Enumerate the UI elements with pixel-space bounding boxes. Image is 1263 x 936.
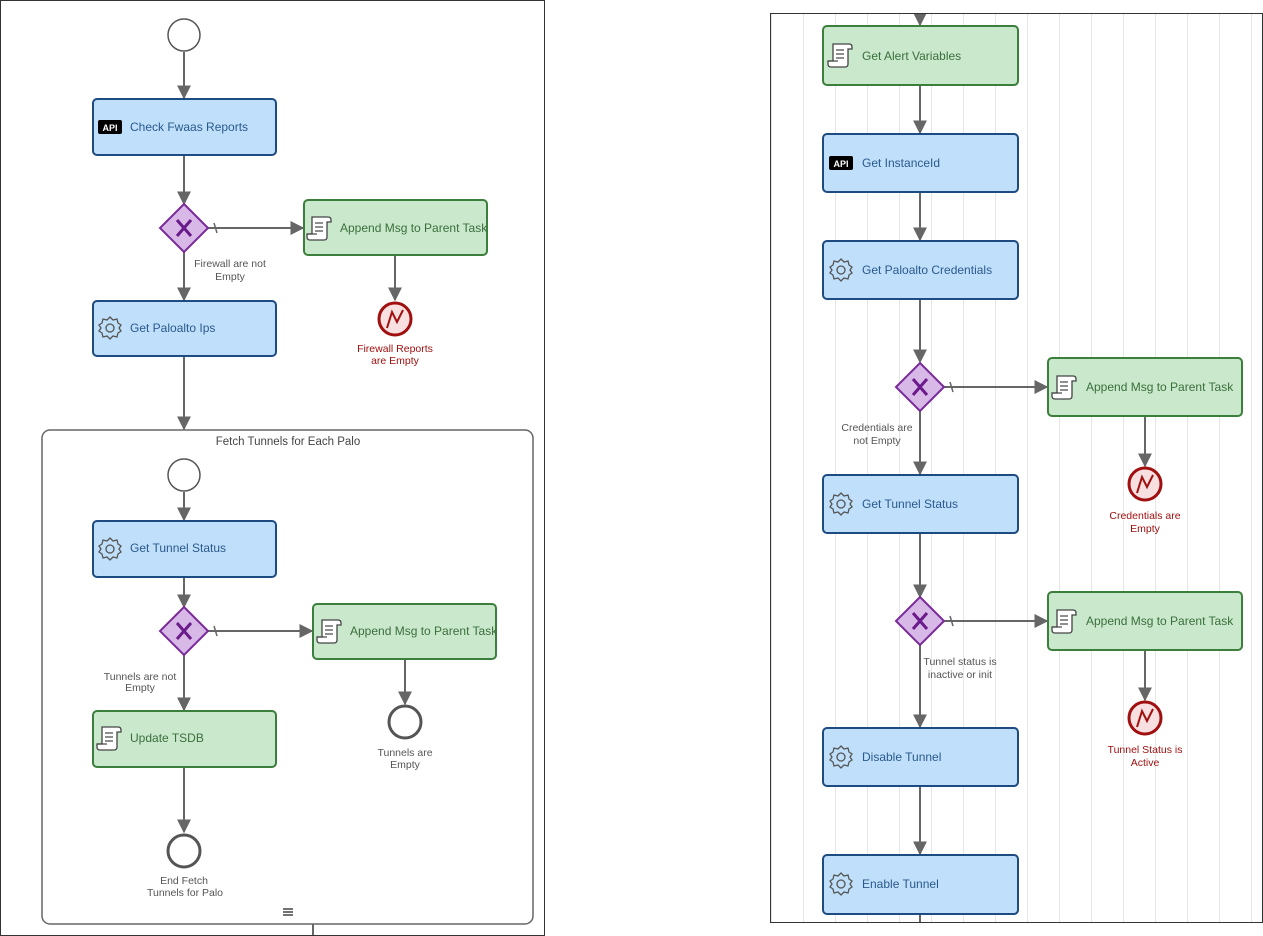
- task-label: Append Msg to Parent Task: [350, 624, 498, 638]
- left-workflow-panel: API Check Fwaas Reports Firewall are not…: [0, 0, 545, 936]
- gateway-label: Empty: [125, 682, 156, 694]
- error-label: Credentials are: [1109, 510, 1180, 522]
- task-get-paloalto-credentials[interactable]: Get Paloalto Credentials: [822, 240, 1019, 300]
- end-event-label: Tunnels are: [377, 747, 432, 759]
- end-event-label: Tunnels for Palo: [147, 887, 223, 899]
- default-flow-mark: [213, 222, 218, 234]
- right-workflow-panel: Get Alert Variables API Get InstanceId G…: [770, 13, 1263, 923]
- api-icon: [829, 156, 853, 170]
- error-label: are Empty: [371, 355, 420, 367]
- default-flow-mark: [213, 625, 218, 637]
- gateway-label: Firewall are not: [194, 258, 266, 270]
- task-check-fwaas-reports[interactable]: API Check Fwaas Reports: [92, 98, 277, 156]
- left-workflow-diagram: API Check Fwaas Reports Firewall are not…: [41, 18, 534, 935]
- error-label: Tunnel Status is: [1108, 744, 1183, 756]
- task-label: Append Msg to Parent Task: [1086, 380, 1234, 394]
- error-end-event-icon[interactable]: [1127, 466, 1163, 502]
- gateway-label: Tunnels are not: [104, 671, 177, 683]
- default-flow-mark: [949, 381, 954, 393]
- multi-instance-icon: [283, 908, 293, 916]
- error-end-event-icon[interactable]: [1127, 700, 1163, 736]
- exclusive-gateway-icon[interactable]: [158, 605, 210, 657]
- task-label: Get Paloalto Ips: [130, 321, 215, 335]
- exclusive-gateway-icon[interactable]: [894, 595, 946, 647]
- task-get-alert-variables[interactable]: Get Alert Variables: [822, 25, 1019, 86]
- api-icon: [98, 120, 122, 134]
- gateway-label: Tunnel status is: [923, 656, 996, 668]
- error-label: Active: [1131, 757, 1160, 769]
- gateway-label: Empty: [215, 271, 246, 283]
- task-label: Get Tunnel Status: [130, 541, 226, 555]
- task-label: Enable Tunnel: [862, 877, 939, 891]
- subprocess-title: Fetch Tunnels for Each Palo: [216, 436, 360, 448]
- gateway-label: Credentials are: [841, 422, 912, 434]
- task-label: Get InstanceId: [862, 156, 940, 170]
- gateway-label: inactive or init: [928, 669, 992, 681]
- task-append-msg-to-parent-task[interactable]: Append Msg to Parent Task: [1047, 357, 1243, 417]
- svg-text:API: API: [833, 159, 848, 169]
- gateway-label: not Empty: [853, 435, 901, 447]
- subprocess-fetch-tunnels[interactable]: Fetch Tunnels for Each Palo: [41, 429, 534, 925]
- right-edges: [913, 14, 1152, 922]
- task-get-tunnel-status[interactable]: Get Tunnel Status: [92, 520, 277, 578]
- end-event-label: End Fetch: [160, 875, 208, 887]
- error-end-event-icon[interactable]: [377, 301, 413, 337]
- task-label: Get Paloalto Credentials: [862, 263, 992, 277]
- left-edges: [177, 52, 412, 935]
- task-update-tsdb[interactable]: Update TSDB: [92, 710, 277, 768]
- error-label: Empty: [1130, 523, 1161, 535]
- right-workflow-diagram: Get Alert Variables API Get InstanceId G…: [822, 14, 1243, 922]
- task-label: Check Fwaas Reports: [130, 120, 248, 134]
- start-event-icon[interactable]: [167, 18, 201, 52]
- task-label: Disable Tunnel: [862, 750, 941, 764]
- task-label: Append Msg to Parent Task: [1086, 614, 1234, 628]
- start-event-icon[interactable]: [167, 458, 201, 492]
- error-label: Firewall Reports: [357, 343, 433, 355]
- svg-text:API: API: [102, 123, 117, 133]
- task-label: Get Tunnel Status: [862, 497, 958, 511]
- end-event-label: Empty: [390, 759, 421, 771]
- task-get-tunnel-status[interactable]: Get Tunnel Status: [822, 474, 1019, 534]
- task-label: Append Msg to Parent Task: [340, 221, 488, 235]
- end-event-icon[interactable]: [387, 704, 423, 740]
- task-label: Update TSDB: [130, 731, 204, 745]
- end-event-icon[interactable]: [166, 833, 202, 869]
- task-disable-tunnel[interactable]: Disable Tunnel: [822, 727, 1019, 787]
- task-get-paloalto-ips[interactable]: Get Paloalto Ips: [92, 300, 277, 357]
- exclusive-gateway-icon[interactable]: [894, 361, 946, 413]
- task-append-msg-to-parent-task[interactable]: Append Msg to Parent Task: [1047, 591, 1243, 651]
- task-append-msg-to-parent-task[interactable]: Append Msg to Parent Task: [303, 199, 488, 256]
- task-enable-tunnel[interactable]: Enable Tunnel: [822, 854, 1019, 915]
- task-append-msg-to-parent-task[interactable]: Append Msg to Parent Task: [312, 603, 498, 660]
- task-get-instanceid[interactable]: API Get InstanceId: [822, 133, 1019, 193]
- exclusive-gateway-icon[interactable]: [158, 202, 210, 254]
- default-flow-mark: [949, 615, 954, 627]
- task-label: Get Alert Variables: [862, 49, 961, 63]
